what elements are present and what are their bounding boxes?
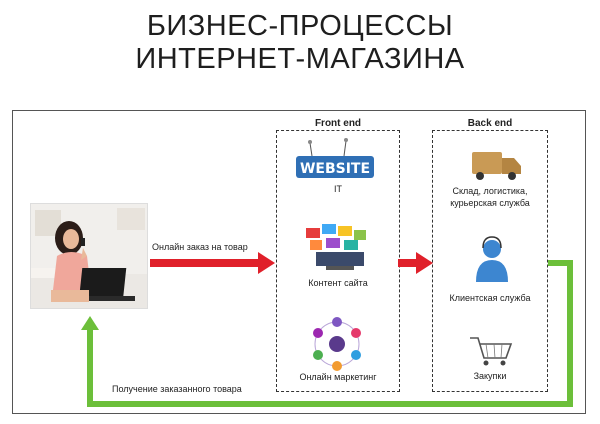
content-label: Контент сайта xyxy=(308,278,368,288)
marketing-hub-icon xyxy=(313,317,361,371)
it-label: IT xyxy=(334,184,342,194)
order-flow-label: Онлайн заказ на товар xyxy=(152,242,248,252)
website-icon: WEBSITE xyxy=(296,138,374,178)
delivery-flow-label: Получение заказанного товара xyxy=(112,384,242,394)
delivery-arrow xyxy=(81,260,573,407)
diagram-frame xyxy=(12,110,586,414)
order-arrow xyxy=(150,252,275,274)
marketing-label: Онлайн маркетинг xyxy=(299,372,377,382)
woman-with-laptop-icon xyxy=(31,204,147,308)
customer-photo xyxy=(30,203,148,309)
back-end-box xyxy=(432,130,548,392)
delivery-truck-icon xyxy=(472,152,521,180)
website-logo-text: WEBSITE xyxy=(300,161,370,177)
content-puzzle-icon xyxy=(306,224,366,270)
title-line-1: БИЗНЕС-ПРОЦЕССЫ xyxy=(146,10,454,42)
front-to-back-arrow xyxy=(398,252,433,274)
support-person-icon xyxy=(476,236,508,282)
support-label: Клиентская служба xyxy=(449,293,531,303)
shopping-cart-icon xyxy=(470,337,513,366)
warehouse-label-line2: курьерская служба xyxy=(450,198,530,208)
purchasing-label: Закупки xyxy=(473,371,507,381)
back-end-header: Back end xyxy=(467,118,513,129)
warehouse-label-line1: Склад, логистика, xyxy=(452,186,528,196)
front-end-header: Front end xyxy=(314,118,362,129)
title-line-2: ИНТЕРНЕТ-МАГАЗИНА xyxy=(135,43,465,75)
